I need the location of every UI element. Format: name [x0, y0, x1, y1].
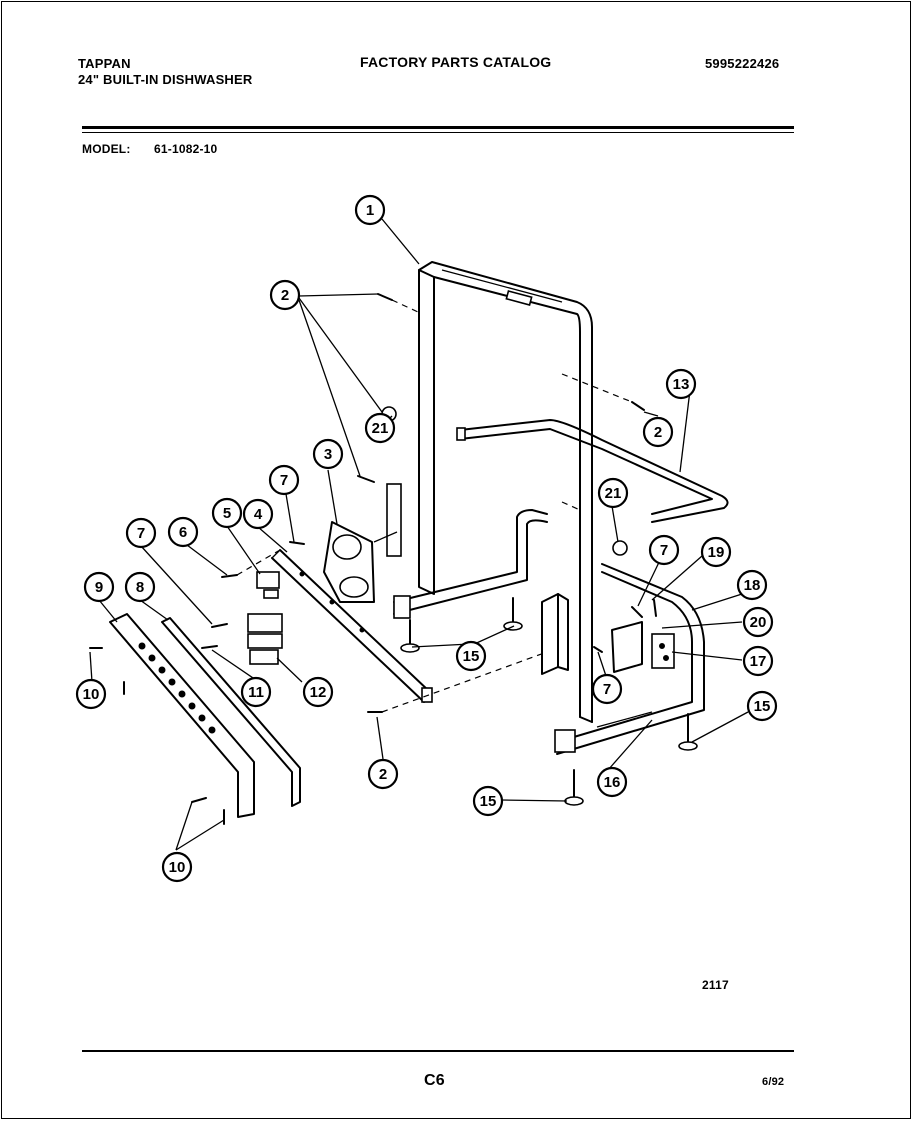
header-rule-thin — [82, 132, 794, 133]
svg-text:7: 7 — [603, 681, 611, 698]
callout-17: 17 — [742, 645, 774, 677]
leveling-legs — [400, 597, 698, 806]
callout-15-b: 15 — [472, 785, 504, 817]
svg-text:2: 2 — [654, 424, 662, 441]
callout-21-a: 21 — [364, 412, 396, 444]
callout-5: 5 — [211, 497, 243, 529]
callout-15-c: 15 — [746, 690, 778, 722]
model-label: MODEL: — [82, 142, 131, 156]
callout-7-c: 7 — [648, 534, 680, 566]
svg-text:11: 11 — [248, 684, 264, 701]
callout-3: 3 — [312, 438, 344, 470]
svg-text:10: 10 — [169, 859, 186, 876]
svg-text:7: 7 — [137, 525, 145, 542]
svg-text:2: 2 — [379, 766, 387, 783]
svg-text:16: 16 — [604, 774, 621, 791]
water-valve-part — [323, 483, 402, 603]
svg-text:15: 15 — [480, 793, 497, 810]
svg-text:6: 6 — [179, 524, 187, 541]
svg-text:8: 8 — [136, 579, 144, 596]
footer-rule — [82, 1050, 794, 1052]
callout-7-d: 7 — [591, 673, 623, 705]
callout-7-a: 7 — [268, 464, 300, 496]
alignment-lines — [236, 299, 633, 713]
drawing-number: 2117 — [702, 978, 729, 992]
callout-11: 11 — [240, 676, 272, 708]
callout-15-a: 15 — [455, 640, 487, 672]
screws — [89, 293, 657, 825]
switch-bracket-part — [611, 621, 675, 673]
svg-text:21: 21 — [372, 420, 389, 437]
callout-2-right: 2 — [642, 416, 674, 448]
callout-6: 6 — [167, 516, 199, 548]
svg-text:20: 20 — [750, 614, 767, 631]
terminal-block-part — [247, 613, 283, 665]
brand-name: TAPPAN — [78, 56, 131, 71]
callout-7-b: 7 — [125, 517, 157, 549]
callout-2-bottom: 2 — [367, 758, 399, 790]
callout-9: 9 — [83, 571, 115, 603]
svg-text:13: 13 — [673, 376, 690, 393]
svg-text:4: 4 — [254, 506, 263, 523]
svg-text:7: 7 — [280, 472, 288, 489]
svg-text:1: 1 — [366, 202, 374, 219]
footer-date: 6/92 — [762, 1076, 785, 1088]
svg-text:7: 7 — [660, 542, 668, 559]
callout-12: 12 — [302, 676, 334, 708]
base-channel-right — [554, 563, 705, 755]
svg-text:15: 15 — [463, 648, 480, 665]
base-channel-left — [393, 509, 548, 619]
mounting-rail-part — [271, 549, 433, 703]
tub-frame-part — [418, 261, 593, 723]
access-panel-part — [161, 617, 301, 807]
svg-text:9: 9 — [95, 579, 103, 596]
svg-text:15: 15 — [754, 698, 771, 715]
center-bracket — [541, 593, 569, 675]
callout-10-a: 10 — [75, 678, 107, 710]
switch-part — [256, 571, 280, 599]
svg-text:3: 3 — [324, 446, 332, 463]
leader-lines — [89, 218, 749, 851]
svg-text:19: 19 — [708, 544, 725, 561]
callout-16: 16 — [596, 766, 628, 798]
svg-text:21: 21 — [605, 485, 622, 502]
callout-13: 13 — [665, 368, 697, 400]
brace-rod-part — [456, 373, 729, 523]
callout-2-top: 2 — [269, 279, 301, 311]
callout-1: 1 — [354, 194, 386, 226]
callout-4: 4 — [242, 498, 274, 530]
svg-text:2: 2 — [281, 287, 289, 304]
callout-10-b: 10 — [161, 851, 193, 883]
callout-19: 19 — [700, 536, 732, 568]
svg-text:10: 10 — [83, 686, 100, 703]
callout-21-b: 21 — [597, 477, 629, 509]
product-name: 24" BUILT-IN DISHWASHER — [78, 72, 253, 87]
header-rule-thick — [82, 126, 794, 129]
svg-text:12: 12 — [310, 684, 327, 701]
callout-8: 8 — [124, 571, 156, 603]
page-code: C6 — [424, 1072, 445, 1089]
svg-text:17: 17 — [750, 653, 767, 670]
catalog-number: 5995222426 — [705, 56, 780, 71]
model-number: 61-1082-10 — [154, 142, 218, 156]
callout-20: 20 — [742, 606, 774, 638]
svg-text:5: 5 — [223, 505, 231, 522]
svg-text:18: 18 — [744, 577, 761, 594]
catalog-title: FACTORY PARTS CATALOG — [360, 54, 552, 70]
callout-18: 18 — [736, 569, 768, 601]
kick-plate-part — [109, 613, 255, 818]
